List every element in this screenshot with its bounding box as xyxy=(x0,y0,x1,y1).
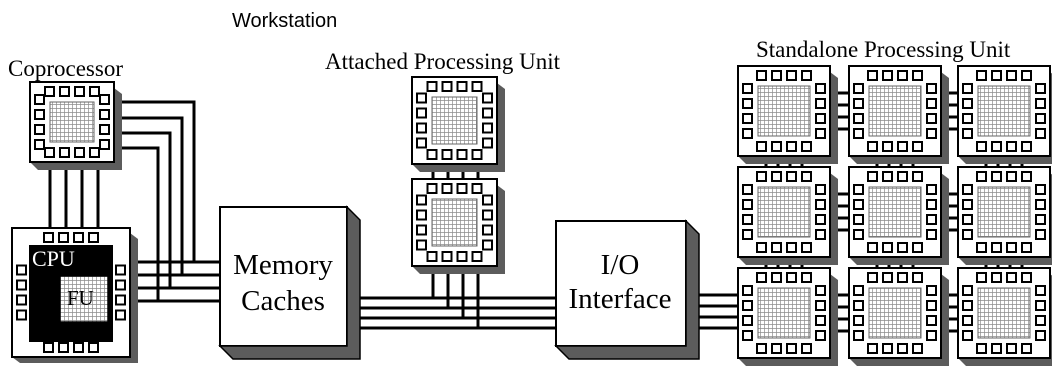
attached-unit-chip-bottom xyxy=(411,178,505,274)
coprocessor-chip xyxy=(29,81,122,170)
standalone-chip-r3-c3 xyxy=(957,267,1052,366)
standalone-chip-r1-c3 xyxy=(957,65,1052,164)
memory-io-bus xyxy=(347,296,556,330)
coprocessor-cpu-links xyxy=(48,160,100,237)
workstation-label: Workstation xyxy=(232,10,337,32)
cpu-pins xyxy=(16,232,126,353)
standalone-chip-r3-c2 xyxy=(848,267,949,366)
memory-label: Memory xyxy=(233,249,333,281)
chip-core-grid xyxy=(868,186,922,238)
chip-core-grid xyxy=(757,85,811,137)
caches-label: Caches xyxy=(241,285,325,317)
coprocessor-label: Coprocessor xyxy=(8,56,123,81)
io-interface-box: I/O Interface xyxy=(554,219,700,360)
standalone-chip-r3-c1 xyxy=(737,267,838,366)
chip-core-grid xyxy=(757,186,811,238)
chip-core-grid xyxy=(977,85,1031,137)
chip-core-grid xyxy=(868,287,922,339)
chip-core-grid xyxy=(757,287,811,339)
chip-core-grid xyxy=(977,287,1031,339)
fu-label: FU xyxy=(67,286,94,310)
standalone-chip-r1-c1 xyxy=(737,65,838,164)
standalone-chip-r2-c2 xyxy=(848,166,949,265)
standalone-unit-label: Standalone Processing Unit xyxy=(756,37,1011,62)
chip-core-grid xyxy=(431,96,478,145)
io-label: I/O xyxy=(601,249,640,281)
cpu-label: CPU xyxy=(32,246,75,271)
chip-core-grid xyxy=(977,186,1031,238)
chip-core-grid xyxy=(49,101,95,143)
memory-caches-box: Memory Caches xyxy=(218,205,361,360)
chip-core-grid xyxy=(431,198,478,247)
attached-unit-chip-top xyxy=(411,76,505,172)
standalone-chip-r2-c3 xyxy=(957,166,1052,265)
cpu-memory-links xyxy=(128,260,220,303)
fu-block xyxy=(59,275,109,323)
cpu-chip: CPU FU xyxy=(11,227,138,363)
chips xyxy=(29,65,1052,366)
interface-label: Interface xyxy=(568,283,671,315)
chip-core-grid xyxy=(868,85,922,137)
standalone-chip-r1-c2 xyxy=(848,65,949,164)
attached-unit-label: Attached Processing Unit xyxy=(325,49,561,74)
standalone-chip-r2-c1 xyxy=(737,166,838,265)
